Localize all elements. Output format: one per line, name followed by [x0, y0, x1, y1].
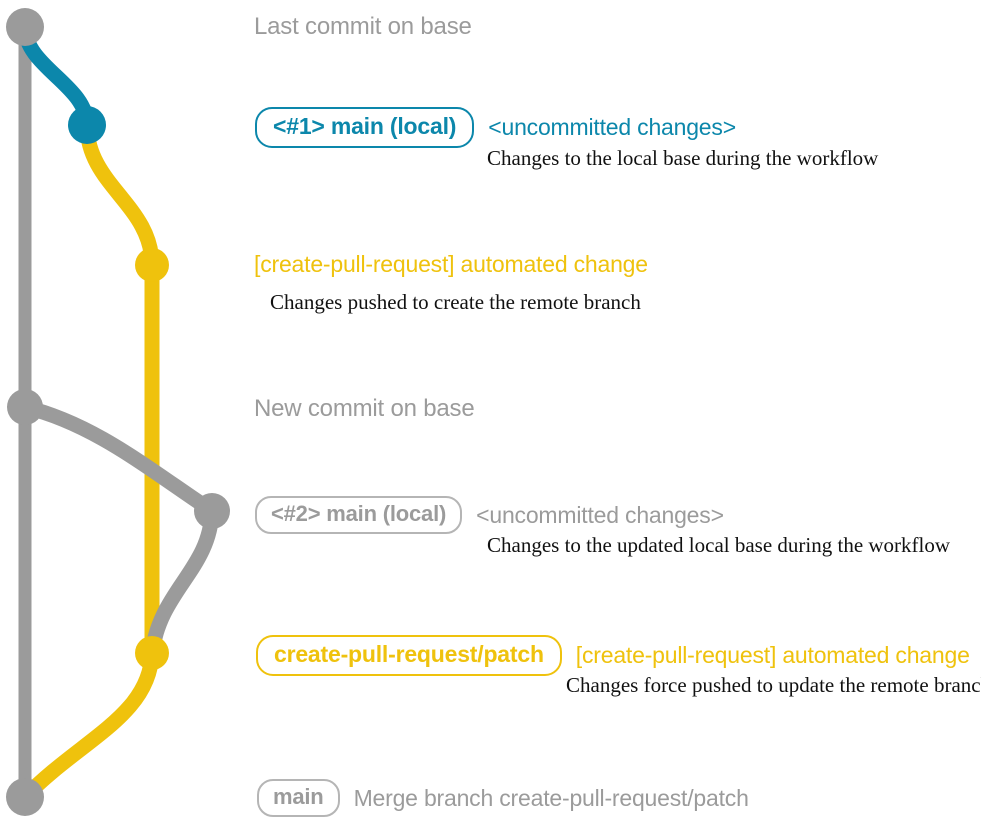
- commit-node-local-2[interactable]: [194, 493, 230, 529]
- edge-newbase-to-local2: [17, 399, 220, 519]
- row-remote-commit-2: create-pull-request/patch [create-pull-r…: [256, 635, 970, 676]
- commit-subtitle-local-2: Changes to the updated local base during…: [487, 533, 951, 557]
- row-local-commit-2: <#2> main (local) <uncommitted changes>: [255, 496, 724, 534]
- row-merge-commit: main Merge branch create-pull-request/pa…: [257, 779, 749, 817]
- commit-node-merge-main[interactable]: [6, 778, 44, 816]
- branch-badge-remote-patch[interactable]: create-pull-request/patch: [256, 635, 562, 676]
- section-title-new-commit-on-base: New commit on base: [254, 395, 475, 422]
- commit-node-local-1[interactable]: [68, 106, 106, 144]
- commit-message-remote-1: [create-pull-request] automated change: [254, 251, 648, 277]
- commit-message-merge: Merge branch create-pull-request/patch: [353, 784, 749, 811]
- edge-local1-to-remote1: [79, 117, 160, 273]
- row-remote-commit-1: [create-pull-request] automated change: [254, 251, 648, 278]
- section-title-last-commit-on-base: Last commit on base: [254, 13, 472, 40]
- edge-local2-to-remote2: [144, 503, 220, 661]
- branch-badge-local-1[interactable]: <#1> main (local): [255, 107, 475, 148]
- commit-message-local-2: <uncommitted changes>: [476, 501, 724, 528]
- commit-message-local-1: <uncommitted changes>: [488, 114, 736, 140]
- commit-subtitle-local-1: Changes to the local base during the wor…: [487, 146, 879, 170]
- commit-node-remote-2[interactable]: [135, 636, 169, 670]
- commit-subtitle-remote-1: Changes pushed to create the remote bran…: [270, 290, 641, 314]
- branch-badge-main[interactable]: main: [257, 779, 340, 817]
- commit-message-remote-2: [create-pull-request] automated change: [575, 642, 970, 668]
- row-local-commit-1: <#1> main (local) <uncommitted changes>: [255, 107, 736, 148]
- commit-subtitle-remote-2: Changes force pushed to update the remot…: [566, 673, 981, 697]
- commit-node-base-last[interactable]: [6, 8, 44, 46]
- branch-badge-local-2[interactable]: <#2> main (local): [255, 496, 463, 534]
- commit-node-base-new[interactable]: [7, 389, 43, 425]
- commit-node-remote-1[interactable]: [135, 248, 169, 282]
- edge-remote2-to-merge: [17, 645, 160, 805]
